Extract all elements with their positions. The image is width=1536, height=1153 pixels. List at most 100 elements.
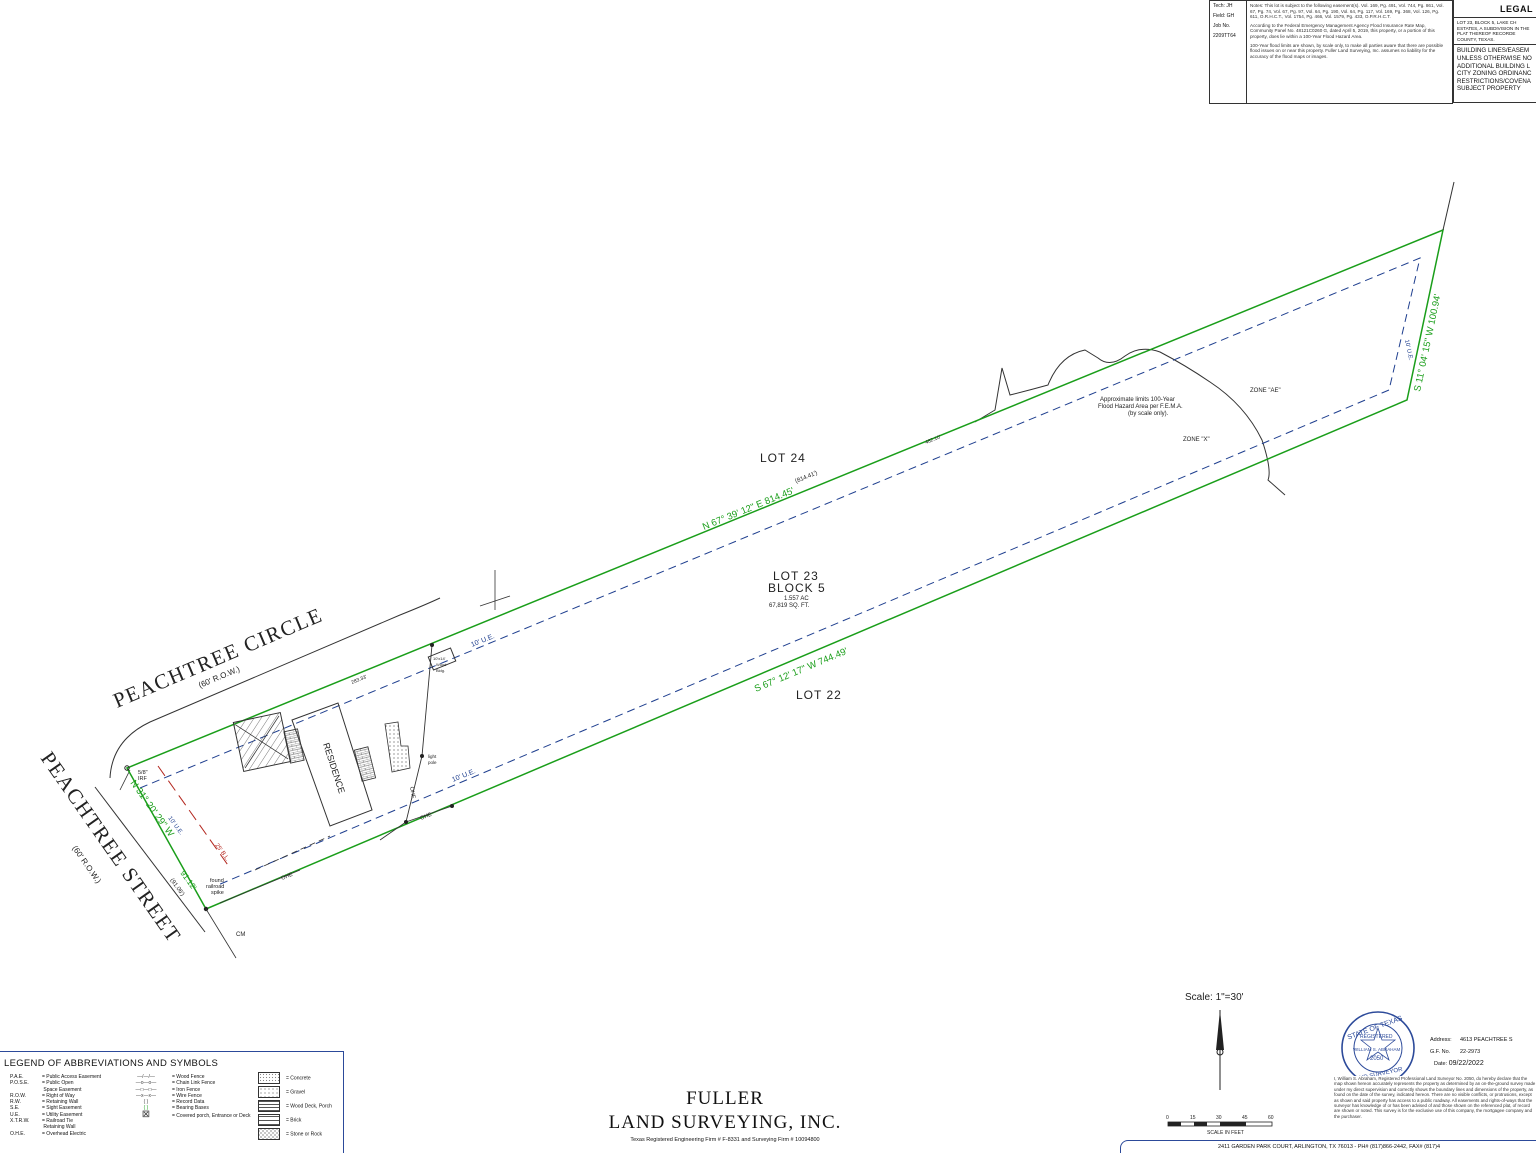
scale-label: Scale: 1"=30' [1185,992,1244,1003]
found-spike-label-3: spike [211,890,224,896]
scale-tick-60: 60 [1268,1115,1274,1121]
overhead-electric-line [379,644,433,841]
front-stair [283,728,305,764]
legend-material-brick: = Brick [258,1114,332,1126]
legend-row: —x—x—= Wire Fence [136,1092,202,1099]
legend-line-symbols: —/—/—= Wood Fence —o—o—= Chain Link Fenc… [120,1074,251,1120]
scale-tick-30: 30 [1216,1115,1222,1121]
lot-22-label: LOT 22 [796,688,842,702]
scale-bar-seg2 [1194,1122,1207,1126]
notes-block: Tech: JH Field: GH Job No. 2209TT64 Note… [1209,0,1453,104]
legend-row: U.E.= Utility Easement [10,1111,83,1118]
rear-steps [353,746,377,782]
legend-materials: = Concrete = Gravel = Wood Deck, Porch =… [258,1072,332,1142]
street-west-name: PEACHTREE STREET [36,747,186,947]
legal-line: UNLESS OTHERWISE NO [1457,54,1532,62]
field-initials: Field: GH [1213,13,1235,19]
legend-material-stone: = Stone or Rock [258,1128,332,1140]
shed-label-1: 10'x14' [433,656,446,661]
found-spike-label-1: found [210,878,224,884]
peachtree-circle-outer-curb [119,769,131,791]
job-no-label: Job No. [1213,23,1231,29]
utility-pole-3 [430,643,434,647]
flood-label-3: (by scale only). [1128,411,1169,417]
legend-row: S.E.= Sight Easement [10,1105,82,1112]
light-pole-label-2: pole [428,760,437,765]
scale-bar-seg3 [1220,1122,1246,1126]
date-row: Date: 09/22/2022 [1434,1060,1484,1067]
legend-row: ⊠= Covered porch, Entrance or Deck [141,1108,251,1120]
north-arrow-hub [1216,1048,1224,1056]
shed-label-2: Wood [436,662,446,667]
rear-deck [384,721,411,773]
scale-tick-0: 0 [1166,1115,1169,1121]
surveyor-certification: I, William S. Abraham, Registered Profes… [1334,1076,1536,1120]
building-line-west [157,765,231,869]
firm-name-line1: FULLER [686,1088,764,1109]
building-lines-notes: BUILDING LINES/EASEM UNLESS OTHERWISE NO… [1454,45,1536,95]
note-easements: Notes: This lot is subject to the follow… [1250,3,1444,20]
legend-row: —o—o—= Chain Link Fence [135,1080,216,1087]
peachtree-circle-curb [109,597,441,779]
residence-label: RESIDENCE [321,742,347,795]
firm-name-line2: LAND SURVEYING, INC. [608,1112,842,1133]
legend-row: R.O.W.= Right of Way [10,1092,75,1099]
ohe-label-south: OHE [420,812,434,822]
seal-registered: REGISTERED [1360,1034,1393,1040]
utility-easement-line [139,257,1421,886]
job-info: Tech: JH Field: GH Job No. 2209TT64 [1210,1,1247,103]
scale-tick-15: 15 [1190,1115,1196,1121]
legend-row: ( )= Record Data [143,1099,205,1106]
gf-row: G.F. No.22-2973 [1430,1049,1481,1055]
zone-x-label: ZONE "X" [1183,437,1210,443]
block-label: BLOCK 5 [768,581,826,595]
seal-number: 2050 [1370,1056,1384,1062]
scale-units: SCALE IN FEET [1207,1130,1244,1136]
north-line-bearing: N 67° 39' 12" E 814.45' [701,486,796,533]
legend-material-gravel: = Gravel [258,1086,332,1098]
legend-row: O.H.E.= Overhead Electric [10,1130,87,1137]
legend-row: —/—/—= Wood Fence [137,1074,205,1080]
legal-description: LOT 23, BLOCK 5, LAKE CH ESTATES, A SUBD… [1454,18,1536,46]
flood-limit-line [974,348,1286,496]
light-pole-label-1: light [428,754,437,759]
bl-west-label: 25' B.L. [213,843,230,863]
acreage-label: 1.557 AC [784,596,809,602]
flood-label-1: Approximate limits 100-Year [1100,397,1175,403]
ohe-west [219,869,301,904]
legend-abbreviations: P.A.E.= Public Access Easement P.O.S.E.=… [10,1074,101,1137]
legal-line: BUILDING LINES/EASEM [1457,47,1530,55]
legend-row: R.W.= Retaining Wall [10,1099,79,1106]
legal-line: ADDITIONAL BUILDING L [1457,62,1531,70]
firm-footer-address: 2411 GARDEN PARK COURT, ARLINGTON, TX 76… [1120,1140,1536,1153]
sqft-label: 67,819 SQ. FT. [769,603,810,609]
garage-x2 [244,715,280,769]
cm-tie [205,908,237,959]
ohe-label-vertical: OHE [408,786,416,799]
legend-material-wood-deck: = Wood Deck, Porch [258,1100,332,1112]
ue-east-label: 10' U.E. [1403,339,1413,361]
peachtree-street-edge [94,786,206,933]
legend-row: P.A.E.= Public Access Easement [10,1074,102,1080]
firm-registration: Texas Registered Engineering Firm # F-83… [630,1137,820,1143]
found-spike-label-2: railroad [206,884,224,890]
iron-rod-label-2: IRF [138,776,148,782]
note-fema: According to the Federal Emergency Manag… [1250,22,1435,39]
job-no-value: 2209TT64 [1213,33,1236,39]
tech-initials: Tech: JH [1213,3,1233,9]
property-boundary [125,228,1445,910]
utility-pole-1 [404,820,408,824]
zone-ae-label: ZONE "AE" [1250,388,1281,394]
dim-north-label: 283.33' [351,674,368,686]
north-line-record: (814.41') [794,470,818,484]
legend-panel: LEGEND OF ABBREVIATIONS AND SYMBOLS P.A.… [0,1051,344,1153]
driveway-edge [254,835,331,871]
east-line-bearing: S 11° 04' 15" W 100.94' [1412,293,1443,393]
shed-label-3: Bldg. [436,668,445,673]
seal-inner [1353,1023,1403,1073]
legend-material-concrete: = Concrete [258,1072,332,1084]
legal-line: RESTRICTIONS/COVENA [1457,77,1531,85]
scale-tick-45: 45 [1242,1115,1248,1121]
wood-shed [427,647,457,671]
